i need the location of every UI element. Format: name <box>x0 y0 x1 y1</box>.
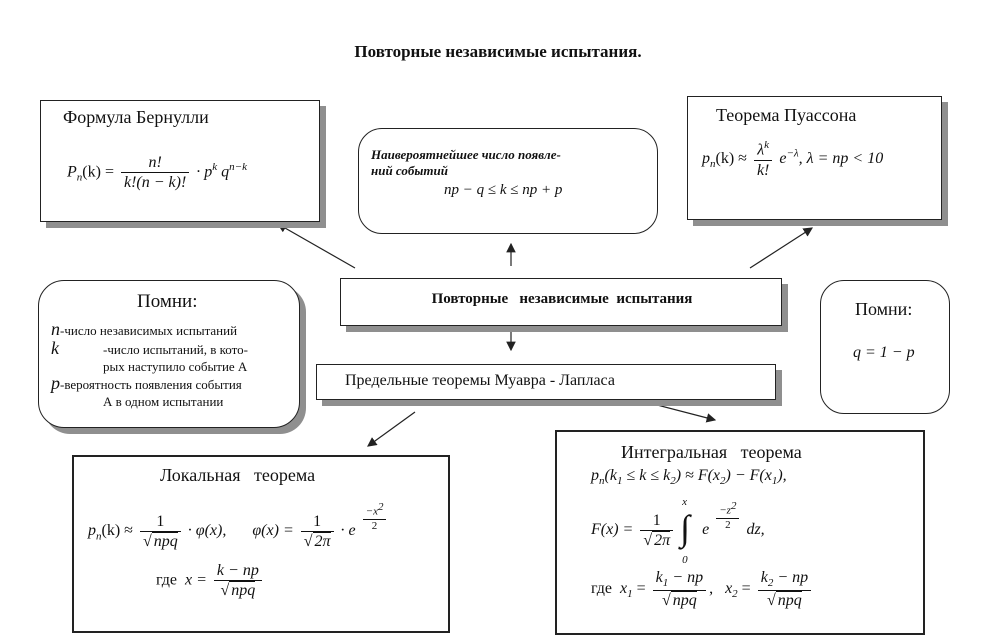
arrow-to-integral <box>629 397 717 423</box>
central-topic-label: Повторные независимые испытания <box>431 291 693 307</box>
arrow-to-local <box>367 411 416 447</box>
local-theorem-box: Локальная теорема pn(k) ≈ 1√npq · φ(x), … <box>72 455 450 633</box>
arrow-to-poisson <box>749 227 814 269</box>
integral-sign: ∫ <box>680 507 690 548</box>
local-formula: pn(k) ≈ 1√npq · φ(x), φ(x) = 1√2π · e −x… <box>88 501 389 551</box>
central-topic-box: Повторные независимые испытания <box>340 278 782 326</box>
remember-right-box: Помни: q = 1 − p <box>820 280 950 414</box>
limit-theorems-label: Предельные теоремы Муавра - Лапласа <box>345 372 615 389</box>
remember-right-formula: q = 1 − p <box>853 344 915 361</box>
bernoulli-box: Формула Бернулли Pn(k) = n!k!(n − k)! · … <box>40 100 320 222</box>
page-title: Повторные независимые испытания. <box>354 42 642 61</box>
most-probable-label: Наивероятнейшее число появле- ний событи… <box>371 147 561 178</box>
poisson-heading: Теорема Пуассона <box>716 105 857 125</box>
integral-x-formula: где x1 = k1 − np√npq, x2 = k2 − np√npq <box>591 568 814 611</box>
bernoulli-heading: Формула Бернулли <box>63 107 209 127</box>
integral-theorem-box: Интегральная теорема pn(k1 ≤ k ≤ k2) ≈ F… <box>555 430 925 635</box>
most-probable-box: Наивероятнейшее число появле- ний событи… <box>358 128 658 234</box>
integral-theorem-heading: Интегральная теорема <box>621 442 802 462</box>
remember-left-box: Помни: n-число независимых испытаний k-ч… <box>38 280 300 428</box>
bernoulli-formula: Pn(k) = n!k!(n − k)! · pk qn−k <box>67 154 247 192</box>
integral-line1: pn(k1 ≤ k ≤ k2) ≈ F(x2) − F(x1), <box>591 467 787 488</box>
remember-left-heading: Помни: <box>137 291 198 312</box>
remember-left-text: n-число независимых испытаний k-число ис… <box>51 319 248 409</box>
arrow-to-bernoulli <box>276 223 356 269</box>
limit-theorems-box: Предельные теоремы Муавра - Лапласа <box>316 364 776 400</box>
most-probable-formula: np − q ≤ k ≤ np + p <box>444 182 563 198</box>
local-x-formula: где x = k − np√npq <box>156 561 265 600</box>
local-theorem-heading: Локальная теорема <box>160 465 316 485</box>
remember-right-heading: Помни: <box>855 299 913 319</box>
